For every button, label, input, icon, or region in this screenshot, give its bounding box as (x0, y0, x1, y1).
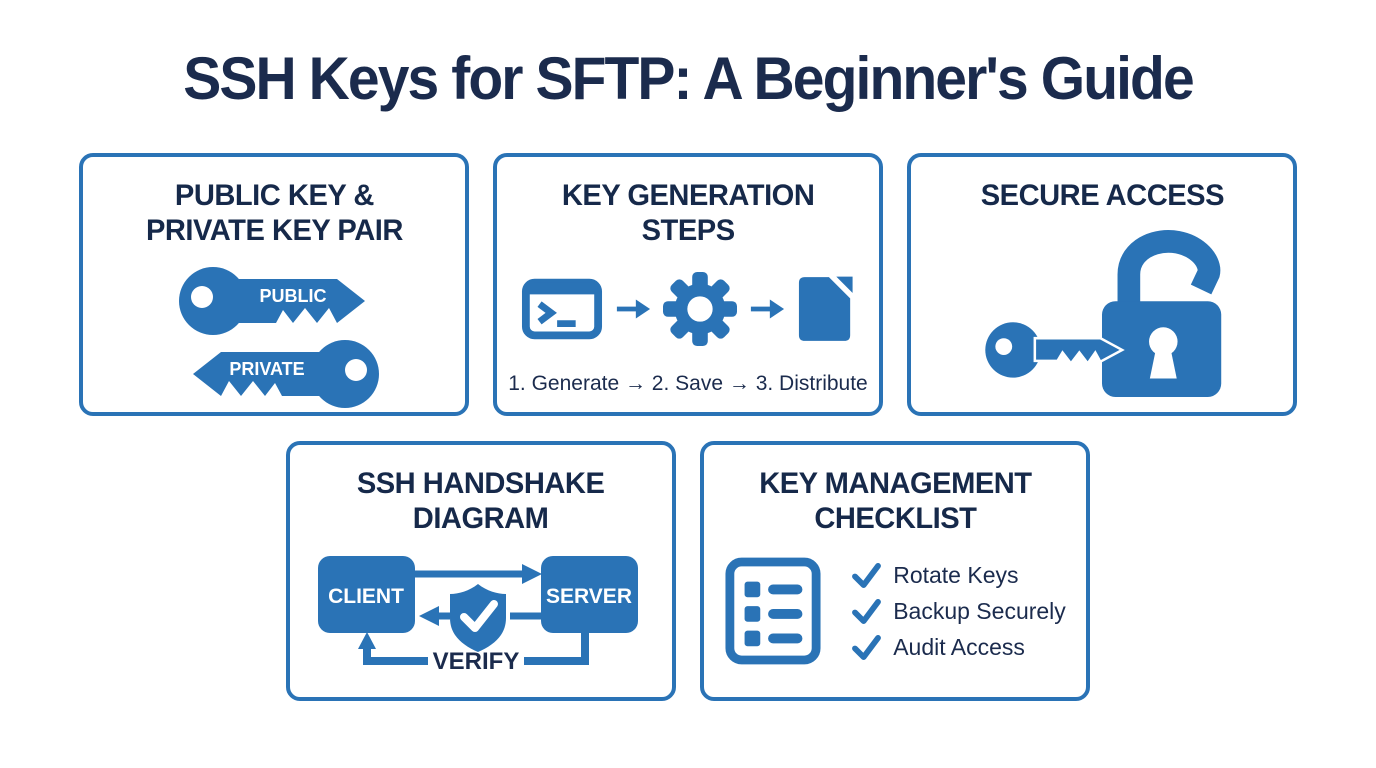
gear-icon (663, 272, 737, 346)
arrow-right-icon (415, 564, 542, 584)
key-generation-flow (521, 272, 855, 346)
card-checklist-heading: KEY MANAGEMENT CHECKLIST (758, 467, 1032, 536)
card-checklist-heading-line2: CHECKLIST (813, 501, 977, 535)
checklist-item-label: Audit Access (893, 634, 1025, 660)
client-box (318, 556, 415, 633)
private-key-icon: PRIVATE (192, 340, 379, 408)
card-secure-access-heading-line1: SECURE ACCESS (980, 179, 1224, 212)
cards-row-bottom: SSH HANDSHAKE DIAGRAM CLIENT SERVER (0, 441, 1376, 701)
card-key-pair: PUBLIC KEY & PRIVATE KEY PAIR PUBLIC PRI… (79, 153, 469, 416)
key-generation-steps-text: 1. Generate → 2. Save → 3. Distribute (508, 372, 868, 395)
verify-label: VERIFY (433, 648, 520, 675)
arrow-up-icon (358, 632, 376, 649)
page-title: SSH Keys for SFTP: A Beginner's Guide (183, 45, 1194, 112)
server-box (541, 556, 638, 633)
card-key-generation-heading-line2: STEPS (641, 213, 735, 247)
private-key-label: PRIVATE (229, 359, 304, 379)
card-checklist: KEY MANAGEMENT CHECKLIST (700, 441, 1090, 701)
card-key-pair-heading: PUBLIC KEY & PRIVATE KEY PAIR (146, 179, 403, 248)
card-key-generation: KEY GENERATION STEPS (493, 153, 883, 416)
key-icon (985, 321, 1125, 378)
card-secure-access: SECURE ACCESS (907, 153, 1297, 416)
checklist-icon (725, 557, 821, 665)
terminal-icon (521, 278, 603, 340)
checkmark-icon (852, 599, 882, 624)
handshake-diagram: CLIENT SERVER (316, 554, 646, 681)
checklist-item-label: Rotate Keys (893, 562, 1019, 588)
public-key-icon: PUBLIC (178, 267, 365, 335)
card-key-generation-heading-line1: KEY GENERATION (561, 179, 815, 212)
card-handshake-heading: SSH HANDSHAKE DIAGRAM (357, 467, 605, 536)
card-key-generation-heading: KEY GENERATION STEPS (561, 179, 815, 248)
arrow-right-icon (616, 299, 651, 319)
card-handshake-heading-line1: SSH HANDSHAKE (357, 467, 605, 500)
card-secure-access-heading: SECURE ACCESS (980, 179, 1224, 214)
checkmark-icon (852, 635, 882, 660)
open-padlock-icon (985, 229, 1222, 397)
checklist-item: Audit Access (852, 634, 1066, 661)
checklist-item-label: Backup Securely (893, 598, 1066, 624)
server-label: SERVER (546, 585, 632, 608)
checklist-item: Backup Securely (852, 598, 1066, 625)
key-pair-illustration: PUBLIC PRIVATE (168, 262, 381, 413)
checklist-content: Rotate Keys Backup Securely Audit Access (724, 556, 1066, 666)
checklist-item: Rotate Keys (852, 562, 1066, 589)
card-handshake-heading-line2: DIAGRAM (413, 501, 549, 535)
arrow-left-icon (419, 606, 541, 626)
card-key-pair-heading-line2: PRIVATE KEY PAIR (145, 213, 403, 247)
verify-connector (358, 632, 589, 665)
checkmark-icon (852, 563, 882, 588)
cards-row-top: PUBLIC KEY & PRIVATE KEY PAIR PUBLIC PRI… (0, 153, 1376, 416)
document-icon (798, 274, 855, 341)
public-key-label: PUBLIC (259, 286, 326, 306)
checklist-items: Rotate Keys Backup Securely Audit Access (852, 562, 1066, 661)
secure-access-illustration (952, 224, 1252, 407)
client-label: CLIENT (328, 585, 404, 608)
card-checklist-heading-line1: KEY MANAGEMENT (758, 467, 1032, 500)
card-handshake: SSH HANDSHAKE DIAGRAM CLIENT SERVER (286, 441, 676, 701)
shield-check-icon (450, 584, 506, 652)
arrow-right-icon (750, 299, 785, 319)
card-key-pair-heading-line1: PUBLIC KEY & (174, 179, 374, 212)
